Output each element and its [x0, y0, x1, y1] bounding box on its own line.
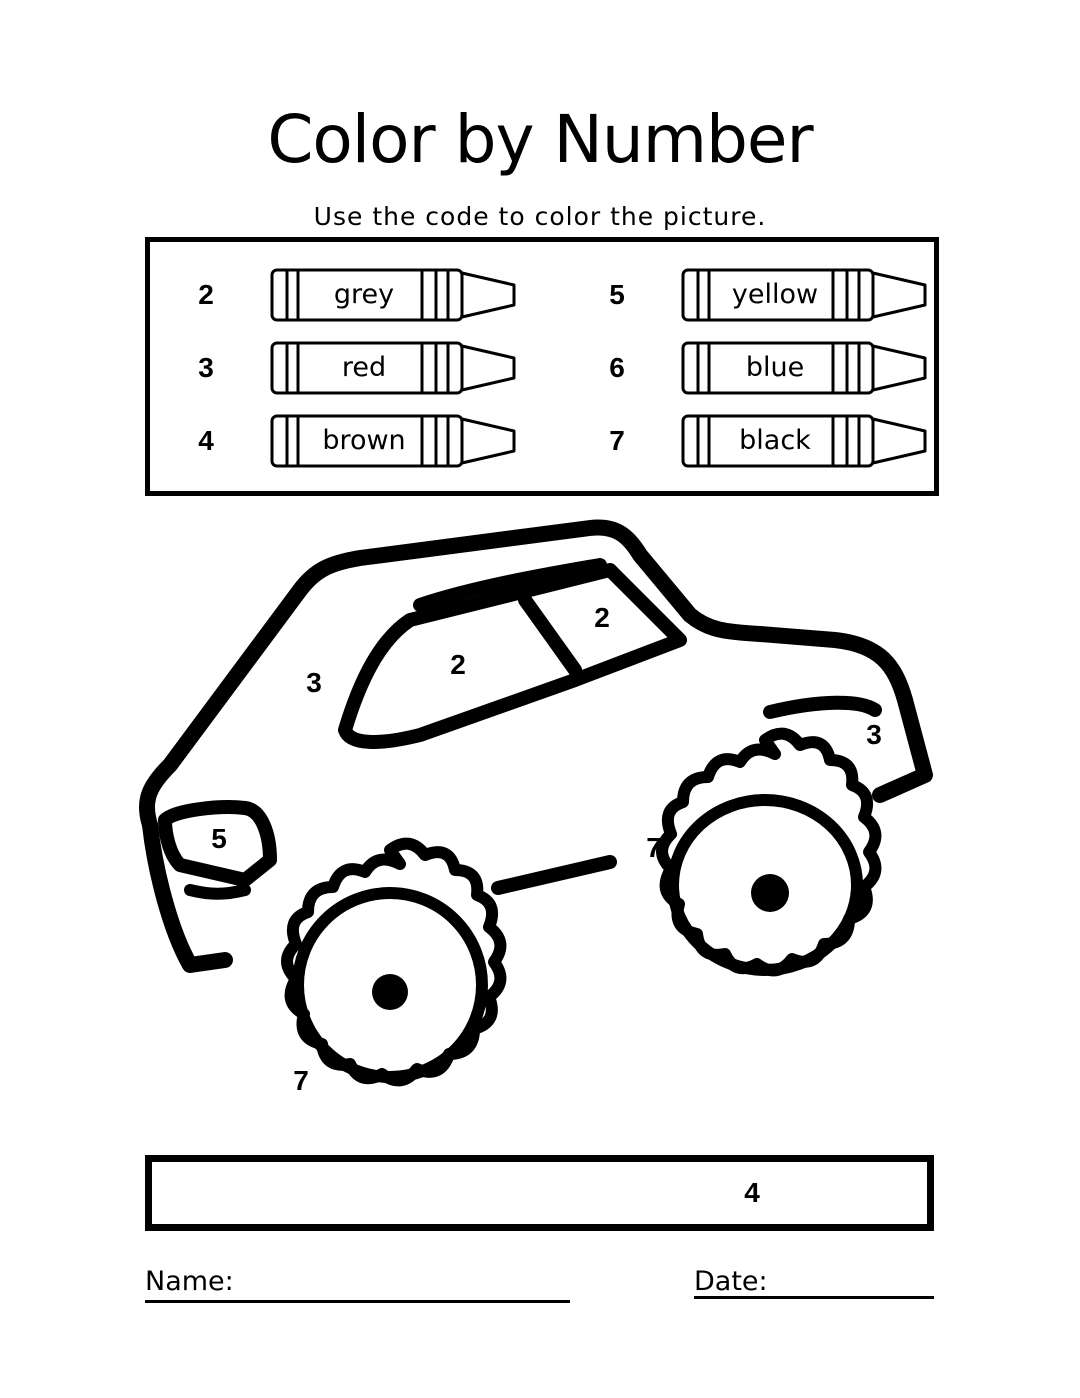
crayon-icon: brown — [270, 413, 520, 469]
legend-number: 5 — [609, 279, 625, 310]
truck-chassis-lower — [184, 884, 251, 900]
region-number-ground: 4 — [744, 1177, 760, 1208]
crayon-label: yellow — [731, 279, 819, 310]
name-label: Name: — [145, 1266, 234, 1297]
ground-strip — [145, 1155, 934, 1231]
color-code-legend: 2 grey 3 — [145, 237, 939, 496]
truck-body-outline — [138, 519, 933, 833]
region-number-windshield: 2 — [594, 602, 610, 633]
crayon-icon: red — [270, 340, 520, 396]
truck-front-lower — [142, 817, 233, 973]
legend-number: 2 — [198, 279, 214, 310]
window-divider — [518, 593, 582, 677]
headlight-outline — [158, 800, 277, 887]
legend-entry: 4 brown — [190, 413, 520, 469]
crayon-label: grey — [333, 279, 395, 310]
date-label: Date: — [694, 1266, 768, 1297]
legend-entry: 5 yellow — [601, 267, 931, 323]
legend-entry: 7 black — [601, 413, 931, 469]
rear-hub-outline — [667, 794, 863, 976]
page-title: Color by Number — [267, 101, 813, 178]
date-field-line[interactable] — [694, 1296, 934, 1299]
legend-number: 6 — [609, 352, 625, 383]
window-outline — [338, 563, 687, 749]
instructions: Use the code to color the picture. — [313, 202, 767, 231]
region-number-body: 3 — [306, 667, 322, 698]
region-number-rear-tire: 7 — [646, 832, 662, 863]
region-number-front-tire: 7 — [293, 1065, 309, 1096]
legend-number: 7 — [609, 425, 625, 456]
region-number-headlight: 5 — [211, 823, 227, 854]
region-number-side-window: 2 — [450, 649, 466, 680]
monster-truck-illustration — [138, 519, 933, 1087]
truck-chassis — [491, 855, 617, 895]
crayon-icon: black — [681, 413, 931, 469]
legend-entry: 2 grey — [190, 267, 520, 323]
crayon-label: blue — [745, 352, 805, 383]
legend-number: 4 — [198, 425, 214, 456]
crayon-icon: grey — [270, 267, 520, 323]
crayon-label: brown — [322, 425, 406, 456]
crayon-icon: yellow — [681, 267, 931, 323]
legend-entry: 6 blue — [601, 340, 931, 396]
crayon-label: red — [341, 352, 387, 383]
name-field-line[interactable] — [145, 1300, 570, 1303]
crayon-icon: blue — [681, 340, 931, 396]
front-hub-outline — [292, 887, 488, 1083]
legend-number: 3 — [198, 352, 214, 383]
region-number-rear-body: 3 — [866, 719, 882, 750]
crayon-label: black — [739, 425, 811, 456]
front-hub-center — [372, 974, 408, 1010]
truck-rear-line — [763, 695, 882, 719]
legend-entry: 3 red — [190, 340, 520, 396]
rear-hub-center — [751, 874, 789, 912]
truck-roof-line — [413, 558, 607, 612]
